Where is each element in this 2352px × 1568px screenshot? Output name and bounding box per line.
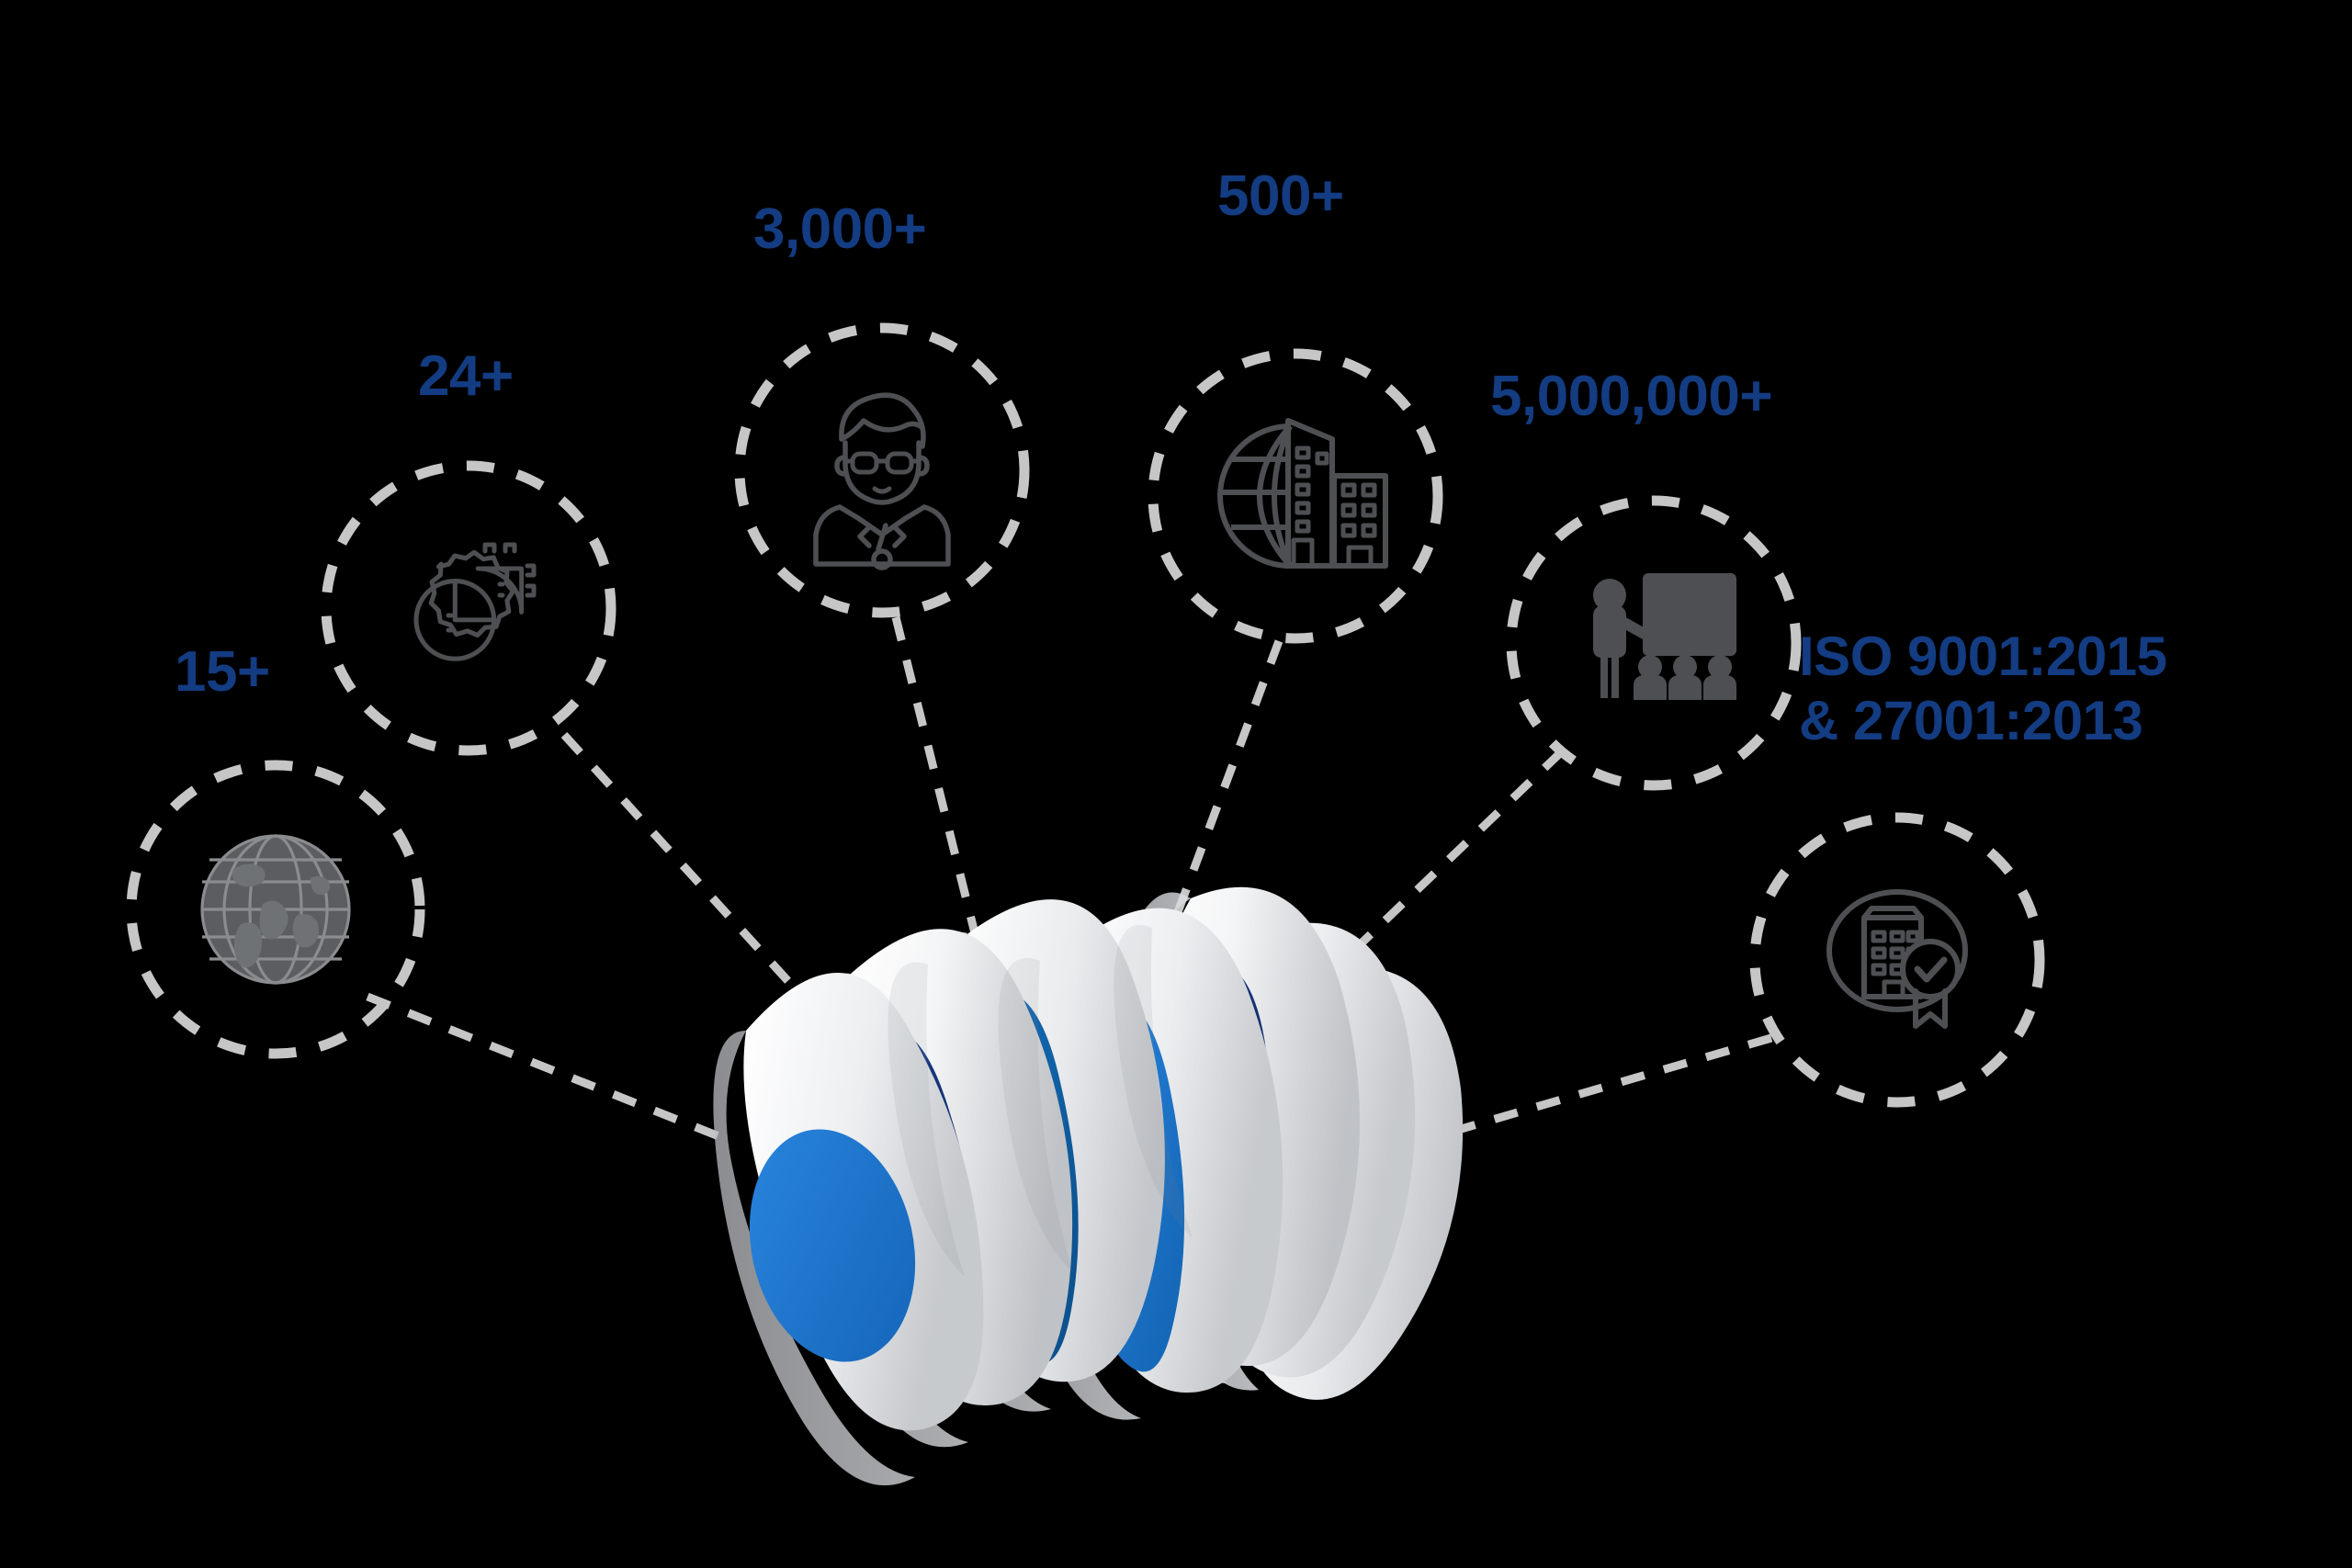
developer-icon [813,392,951,570]
connector-line-certifications [1441,1033,1773,1139]
icon-rings [126,322,2045,1108]
training-icon [1593,573,1736,700]
ring-engineers [734,322,1030,618]
connector-line-practices [560,731,835,1032]
connector-line-clients [1153,639,1283,968]
stat-label-clients: 500+ [1217,164,1344,228]
gear-pie-chart-icon [413,542,537,661]
ring-certifications [1749,812,2045,1108]
ring-countries [126,760,425,1059]
ring-trainings [1506,495,1802,791]
stat-label-certifications-line2: & 27001:2013 [1799,689,2143,751]
stat-label-certifications-line1: ISO 9001:2015 [1799,626,2167,687]
globe-icon [200,834,351,985]
stat-label-engineers: 3,000+ [753,197,927,261]
certified-building-icon [1826,889,1968,1029]
stat-label-countries: 15+ [175,640,270,704]
global-enterprise-icon [1217,418,1388,569]
ring-practices [321,460,616,756]
fan-shell-logo [713,886,1464,1486]
stat-label-trainings: 5,000,000+ [1490,365,1773,428]
connector-line-engineers [891,615,989,976]
ring-clients [1148,348,1443,644]
connector-line-countries [366,992,728,1144]
logo-petal-1 [713,973,984,1486]
stat-label-practices: 24+ [418,344,514,408]
stat-label-certifications: ISO 9001:2015 & 27001:2013 [1799,625,2167,752]
